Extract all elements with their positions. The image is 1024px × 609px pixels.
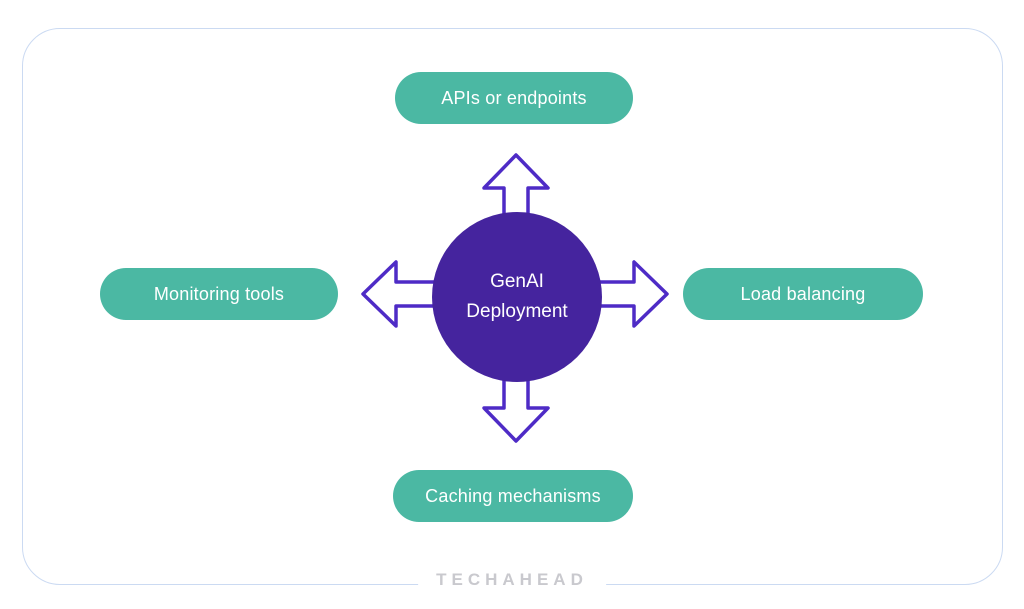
node-label: APIs or endpoints: [441, 87, 587, 108]
arrow-down-icon: [482, 370, 550, 443]
node-label: Monitoring tools: [153, 283, 285, 304]
node-apis-or-endpoints: APIs or endpoints: [395, 72, 633, 124]
center-node-label-line2: Deployment: [466, 301, 568, 322]
node-monitoring-tools: Monitoring tools: [100, 268, 338, 320]
node-load-balancing: Load balancing: [683, 268, 923, 320]
center-node-genai-deployment: GenAI Deployment: [432, 212, 602, 382]
node-label: Caching mechanisms: [425, 485, 601, 506]
arrow-left-icon: [361, 260, 438, 328]
arrow-right-icon: [596, 260, 669, 328]
center-node-label-line1: GenAI: [490, 271, 544, 292]
node-caching-mechanisms: Caching mechanisms: [393, 470, 633, 522]
techahead-logo: TECHAHEAD: [418, 570, 606, 590]
arrow-up-icon: [482, 153, 550, 224]
node-label: Load balancing: [740, 283, 866, 304]
